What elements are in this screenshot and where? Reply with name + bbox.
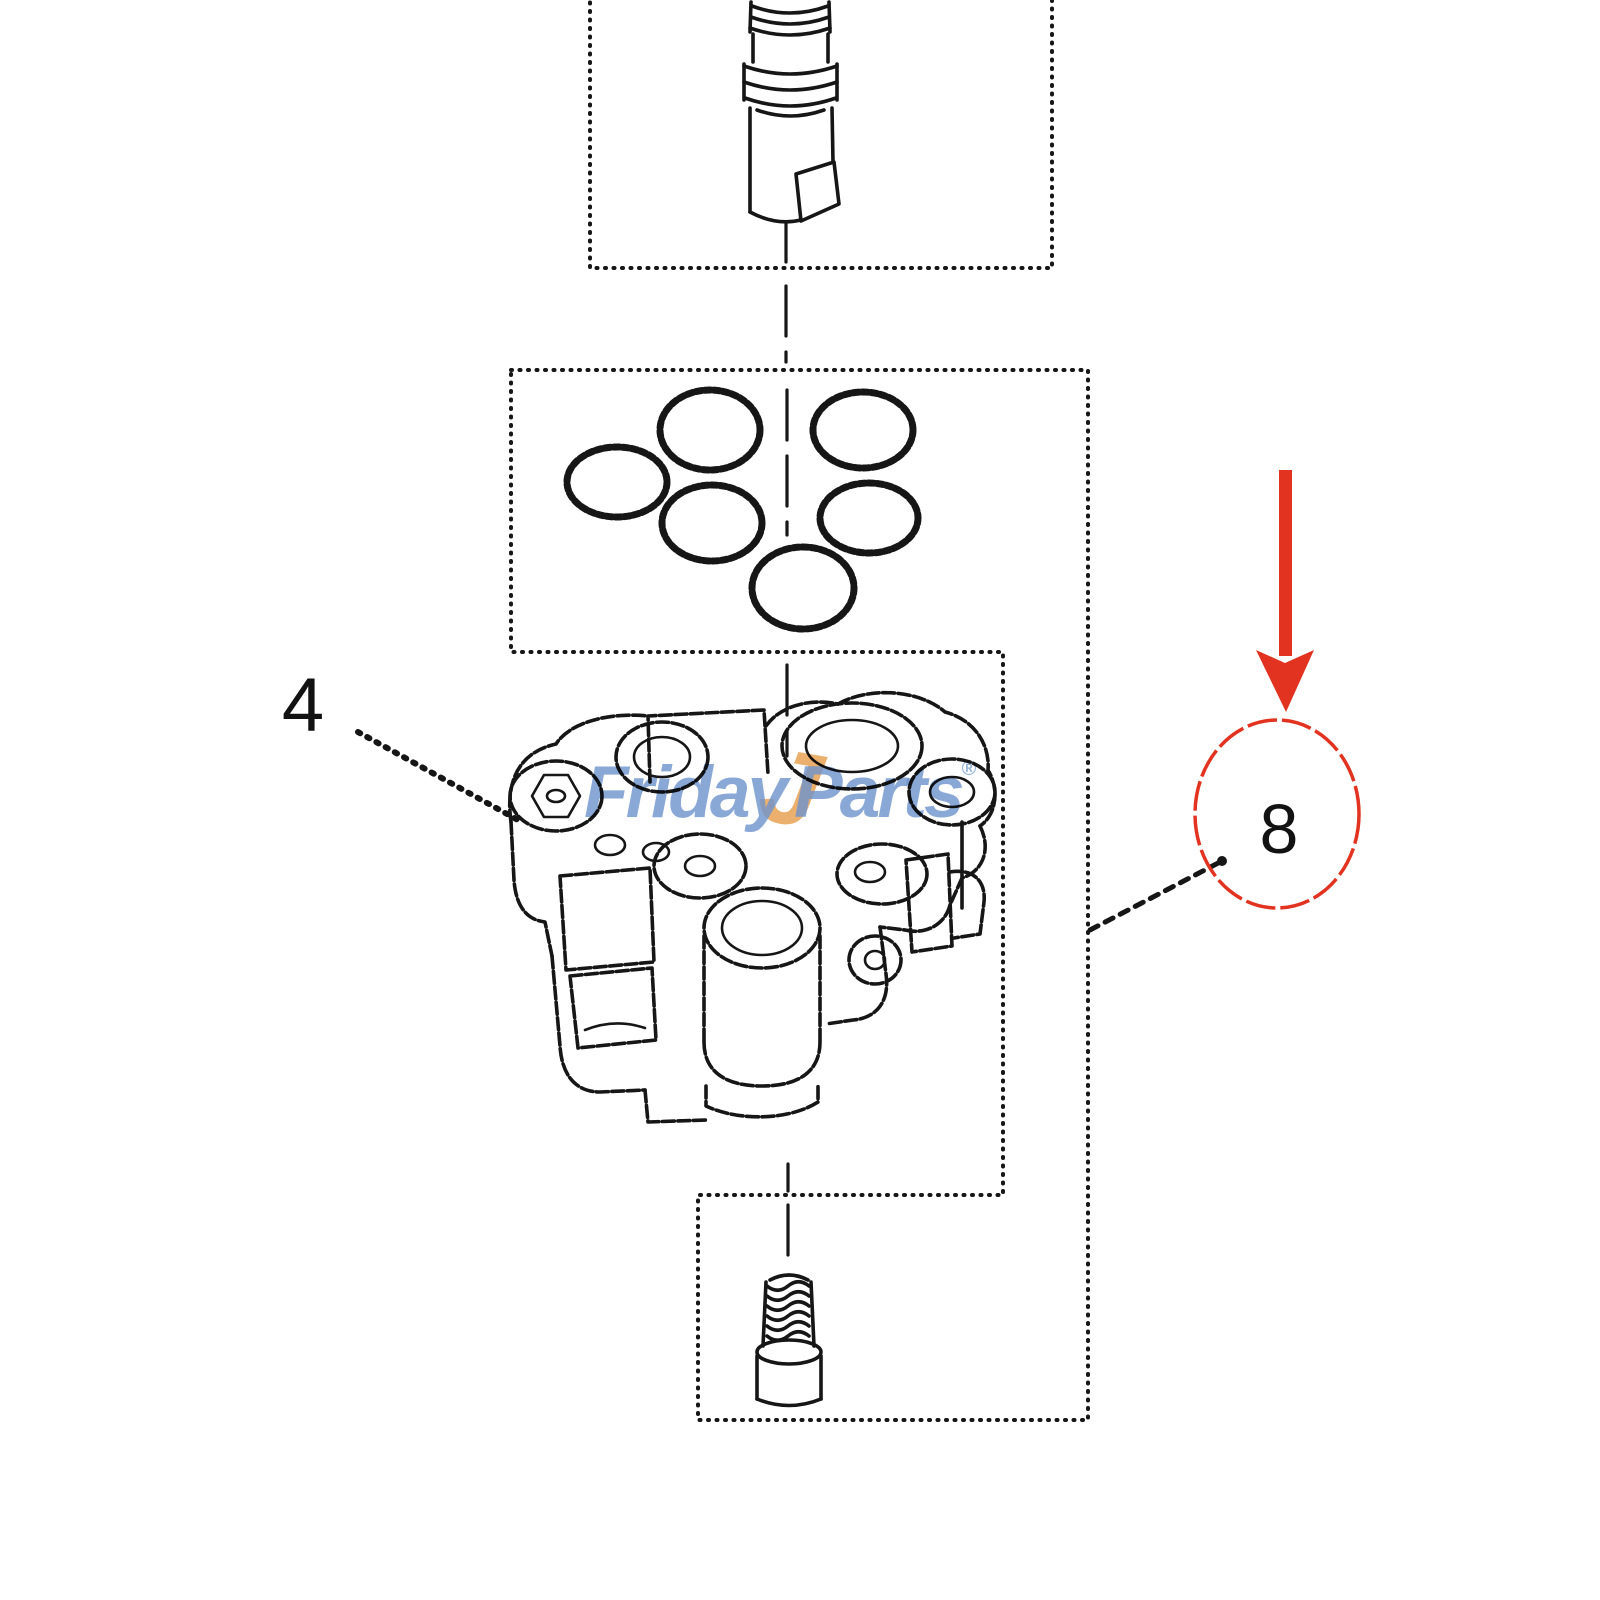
o-ring-set — [563, 386, 922, 633]
port-boss — [835, 842, 929, 906]
part4-leader-line — [355, 729, 521, 823]
red-arrow-shaft — [1279, 470, 1292, 656]
port-boss — [847, 934, 903, 986]
o-ring-6 — [748, 543, 858, 633]
o-ring-2 — [563, 443, 671, 521]
o-ring-1 — [656, 386, 764, 474]
top-box-outline — [588, 0, 1054, 270]
hex-plug — [530, 773, 582, 819]
seal-kit-outline — [509, 368, 1090, 1422]
port-boss — [614, 720, 710, 794]
red-highlight-circle — [1193, 718, 1361, 910]
part-number-4-label: 4 — [281, 663, 325, 748]
bolt-flange — [755, 1338, 823, 1366]
port-boss — [907, 757, 997, 827]
o-ring-4 — [658, 481, 766, 565]
o-ring-5 — [816, 479, 922, 557]
port-boss — [652, 832, 748, 900]
hex-plug-boss — [508, 759, 604, 833]
valve-cartridge-drawing — [742, 0, 841, 224]
bolt-drawing — [755, 1273, 823, 1408]
port-boss — [780, 701, 924, 791]
part8-leader-line — [1087, 856, 1227, 933]
o-ring-3 — [809, 388, 917, 472]
assembly-centerline — [784, 220, 790, 1273]
red-arrow-head — [1256, 650, 1314, 712]
red-arrow — [1256, 470, 1314, 712]
bolt-head — [755, 1354, 823, 1401]
part-number-8-label: 8 — [1259, 790, 1299, 868]
valve-block-drawing — [508, 690, 997, 1124]
port-boss — [702, 886, 822, 970]
